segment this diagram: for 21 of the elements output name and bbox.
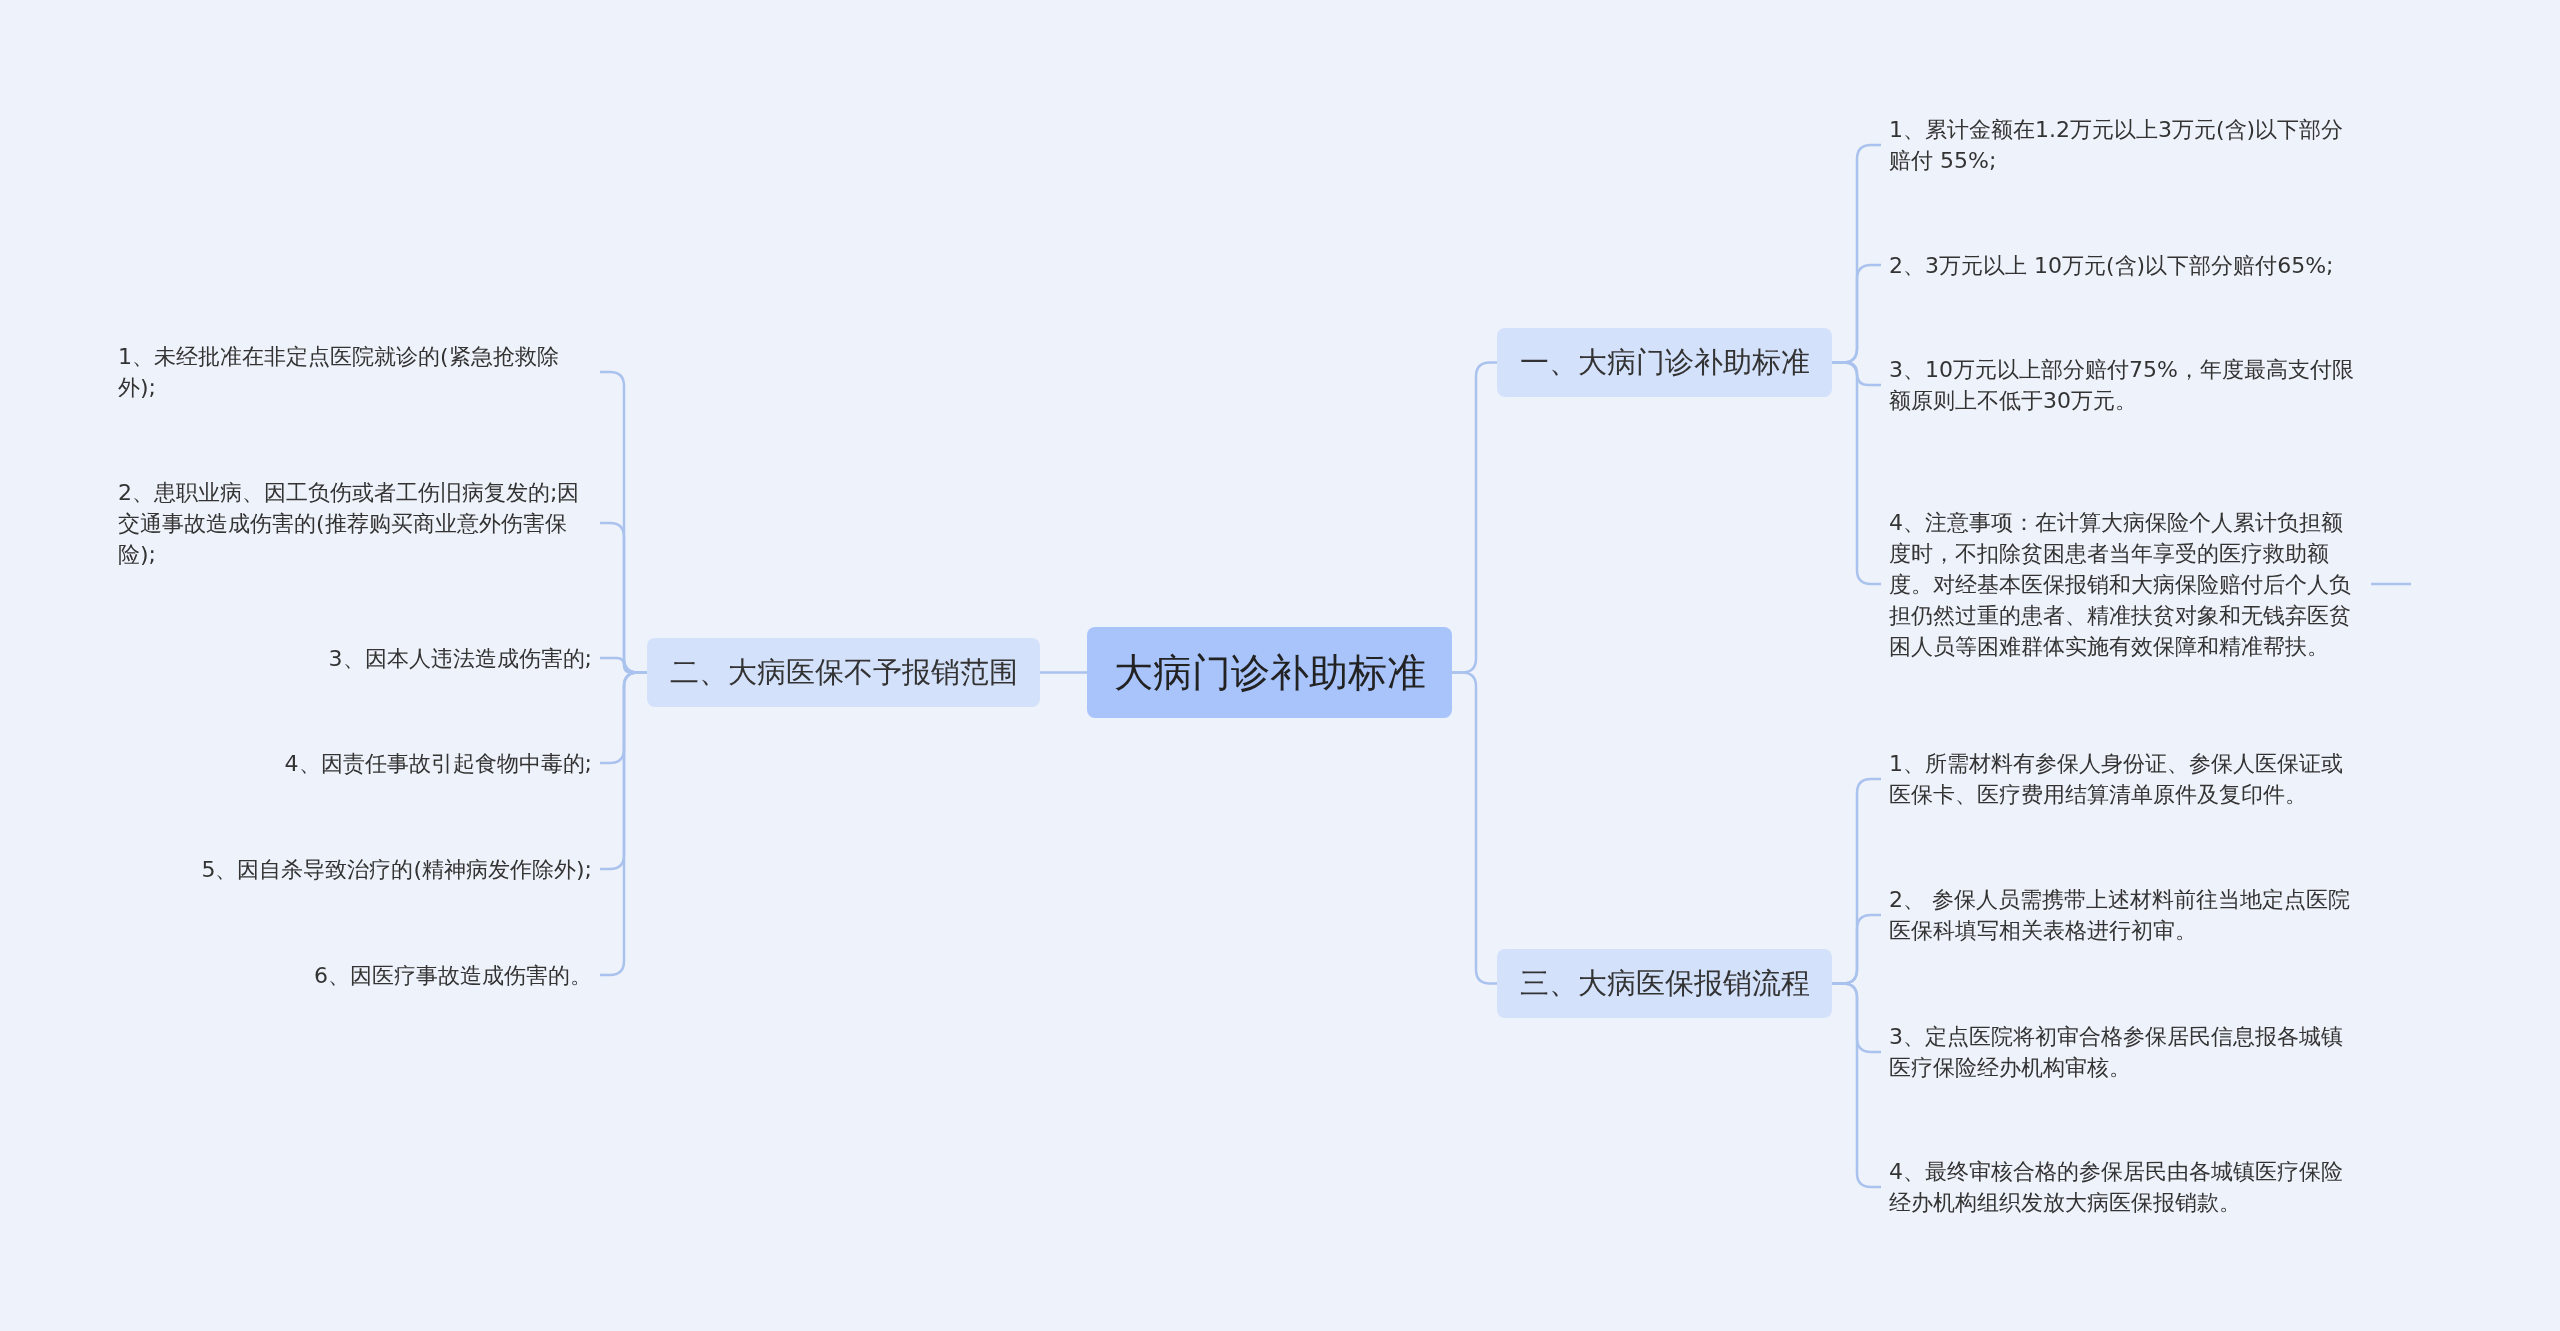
- topic-box: 三、大病医保报销流程: [1497, 949, 1832, 1018]
- subtopic-text: 1、所需材料有参保人身份证、参保人医保证或医保卡、医疗费用结算清单原件及复印件。: [1881, 746, 2371, 812]
- topic-box: 一、大病门诊补助标准: [1497, 328, 1832, 397]
- subtopic-text: 2、3万元以上 10万元(含)以下部分赔付65%;: [1881, 247, 2342, 283]
- subtopic-text: 1、未经批准在非定点医院就诊的(紧急抢救除外);: [110, 339, 600, 405]
- subtopic-text: 3、10万元以上部分赔付75%，年度最高支付限额原则上不低于30万元。: [1881, 352, 2371, 418]
- connector-line: [1040, 671, 1087, 674]
- subtopic-text: 3、因本人违法造成伤害的;: [320, 640, 600, 676]
- connector-line: [1452, 671, 1497, 985]
- subtopic-text: 4、最终审核合格的参保居民由各城镇医疗保险经办机构组织发放大病医保报销款。: [1881, 1154, 2371, 1220]
- topic-box: 二、大病医保不予报销范围: [647, 638, 1040, 707]
- subtopic-text: 2、 参保人员需携带上述材料前往当地定点医院医保科填写相关表格进行初审。: [1881, 882, 2371, 948]
- subtopic-text: 1、累计金额在1.2万元以上3万元(含)以下部分赔付 55%;: [1881, 112, 2371, 178]
- connector-line: [2371, 582, 2411, 586]
- central-topic-box: 大病门诊补助标准: [1087, 627, 1452, 718]
- subtopic-text: 3、定点医院将初审合格参保居民信息报各城镇医疗保险经办机构审核。: [1881, 1019, 2371, 1085]
- subtopic-text: 5、因自杀导致治疗的(精神病发作除外);: [193, 851, 600, 887]
- subtopic-text: 4、注意事项：在计算大病保险个人累计负担额度时，不扣除贫困患者当年享受的医疗救助额度。对经基本医保报销和大病保险赔付后个人负担仍然过重的患者、精准扶贫对象和无钱弃医贫困人员等困难群体实施有效保障和精准帮扶。: [1881, 504, 2371, 664]
- subtopic-text: 6、因医疗事故造成伤害的。: [306, 957, 600, 993]
- subtopic-text: 2、患职业病、因工负伤或者工伤旧病复发的;因交通事故造成伤害的(推荐购买商业意外伤害保险);: [110, 474, 600, 572]
- subtopic-text: 4、因责任事故引起食物中毒的;: [276, 745, 600, 781]
